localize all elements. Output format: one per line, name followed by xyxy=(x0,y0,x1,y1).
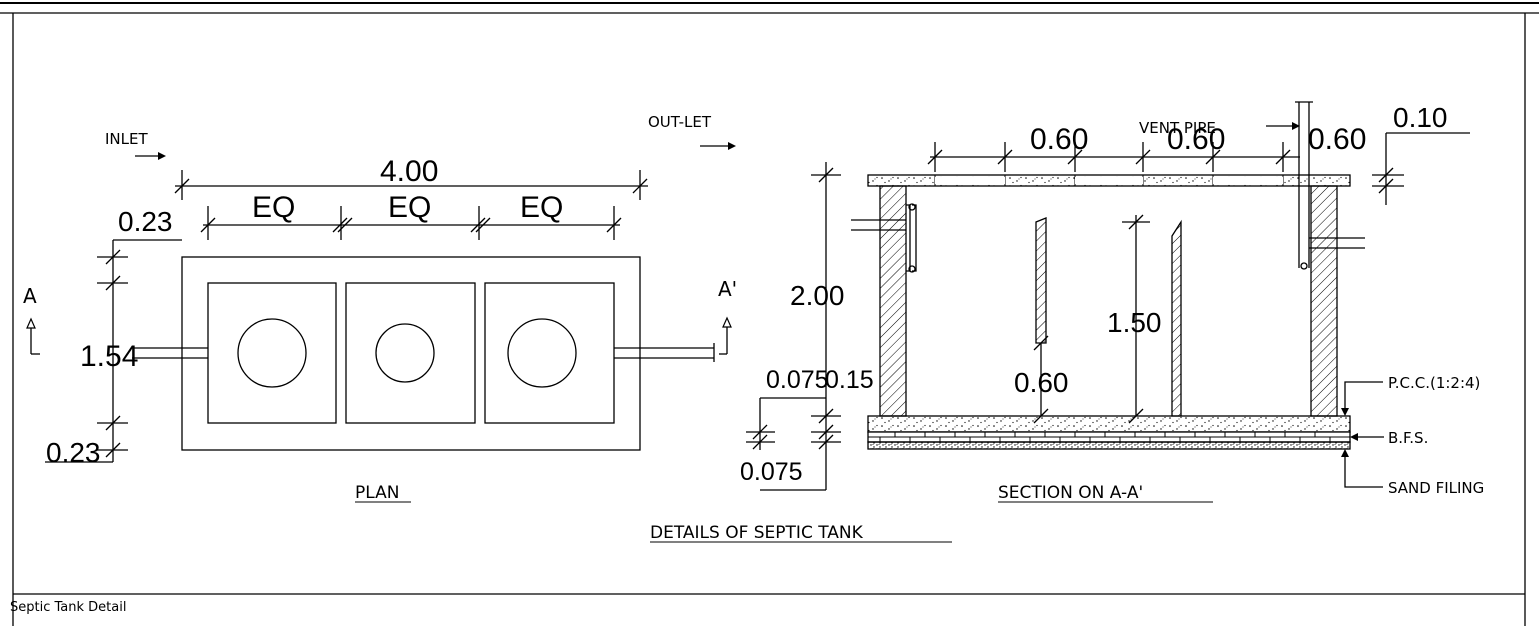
dim-base-line xyxy=(746,397,841,450)
pcc-layer xyxy=(867,415,1351,433)
main-title: DETAILS OF SEPTIC TANK xyxy=(650,523,864,543)
section-inlet-pipe xyxy=(851,203,917,273)
dim-top-2: 0.60 xyxy=(1167,123,1225,156)
plan-chamber-2 xyxy=(345,282,476,424)
cover-slab-joints xyxy=(934,175,1284,186)
plan-inlet-pipe xyxy=(132,347,208,359)
dim-wall-top: 0.23 xyxy=(118,206,173,237)
vent-pipe-arrow xyxy=(1266,122,1300,130)
section-arrow-left xyxy=(26,317,40,355)
right-wall xyxy=(1310,185,1338,417)
section-view: VENT PIPE 0.60 0.60 0.60 xyxy=(740,101,1484,503)
baffle-wall-2 xyxy=(1171,219,1182,417)
pcc-leader xyxy=(1341,381,1383,416)
dim-gap: 0.60 xyxy=(1014,367,1069,398)
dim-wall-bottom: 0.23 xyxy=(46,437,101,468)
plan-title: PLAN xyxy=(355,483,399,503)
dim-baffle: 1.50 xyxy=(1107,307,1162,338)
section-title: SECTION ON A-A' xyxy=(998,483,1143,503)
dim-base-1: 0.075 xyxy=(766,366,829,394)
label-pcc: P.C.C.(1:2:4) xyxy=(1388,374,1480,392)
dim-gap-line xyxy=(1033,335,1049,424)
plan-view: INLET OUT-LET A A' xyxy=(23,113,737,503)
vent-pipe xyxy=(1295,101,1365,270)
dim-slab: 0.10 xyxy=(1393,102,1448,133)
dim-top-3: 0.60 xyxy=(1308,123,1366,156)
dim-overall-length-line xyxy=(174,170,648,200)
dim-top-line xyxy=(927,142,1300,172)
plan-manhole-3 xyxy=(507,318,577,388)
dim-eq-line xyxy=(200,206,622,240)
dim-base-3: 0.075 xyxy=(740,458,803,486)
inlet-label: INLET xyxy=(105,130,148,148)
dim-width: 1.54 xyxy=(80,340,138,373)
dim-slab-line xyxy=(1372,132,1470,205)
plan-outer-wall xyxy=(181,256,641,451)
section-arrow-right xyxy=(719,316,732,355)
bfs-leader xyxy=(1350,433,1384,441)
footer-title: Septic Tank Detail xyxy=(10,600,126,615)
plan-outlet-pipe xyxy=(614,343,715,362)
dim-base-2: 0.15 xyxy=(825,366,874,394)
dim-height: 2.00 xyxy=(790,280,845,311)
dim-height-line xyxy=(760,162,841,491)
dim-overall-length: 4.00 xyxy=(380,155,438,188)
dim-width-line xyxy=(45,239,182,463)
bfs-layer xyxy=(867,431,1351,443)
vent-pipe-label: VENT PIPE xyxy=(1139,119,1216,137)
section-mark-left: A xyxy=(23,284,37,308)
section-mark-right: A' xyxy=(718,277,737,301)
dim-baffle-line xyxy=(1122,214,1150,424)
plan-manhole-2 xyxy=(375,323,435,383)
baffle-wall-1 xyxy=(1035,217,1047,344)
label-sand: SAND FILING xyxy=(1388,479,1484,497)
plan-chamber-3 xyxy=(484,282,615,424)
dim-eq-1: EQ xyxy=(252,191,295,224)
sand-layer xyxy=(867,441,1351,450)
left-wall xyxy=(879,185,907,417)
sand-leader xyxy=(1341,449,1383,488)
inlet-arrow xyxy=(135,152,166,160)
outlet-label: OUT-LET xyxy=(648,113,712,131)
dim-top-1: 0.60 xyxy=(1030,123,1088,156)
dim-eq-3: EQ xyxy=(520,191,563,224)
label-bfs: B.F.S. xyxy=(1388,429,1428,447)
outlet-arrow xyxy=(700,142,736,150)
plan-chamber-1 xyxy=(207,282,337,424)
plan-manhole-1 xyxy=(237,318,307,388)
dim-eq-2: EQ xyxy=(388,191,431,224)
